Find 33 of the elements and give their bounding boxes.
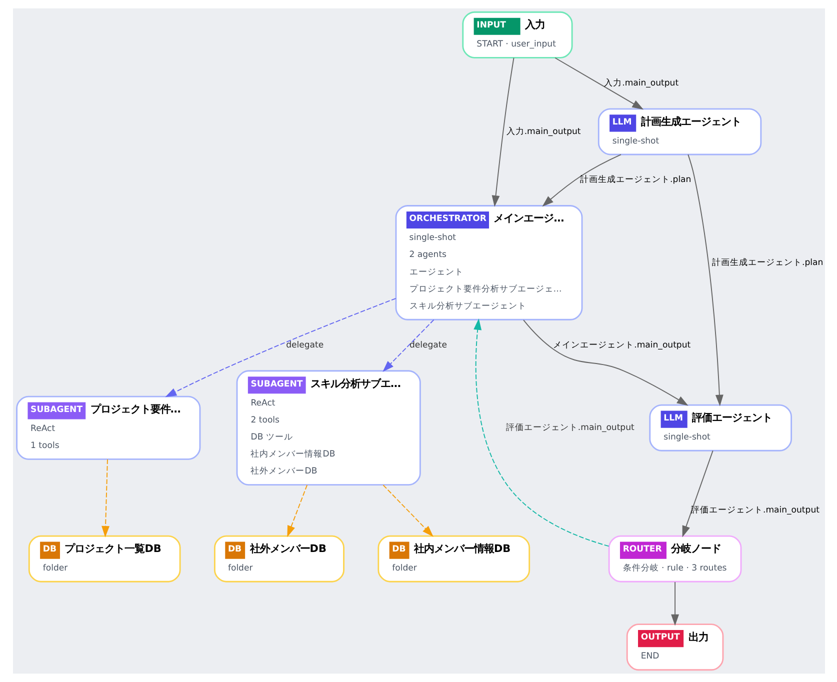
arrow [522, 320, 688, 406]
edge-label: delegate [408, 340, 447, 350]
edge-label: メインエージェント.main_output [552, 340, 690, 350]
node-box: DB プロジェクト一覧DB folder [28, 535, 180, 582]
arrow [670, 582, 679, 626]
node-box: DB 社内メンバー情報DB folder [377, 535, 530, 582]
node-box: ROUTER 分岐ノード 条件分岐 · rule · 3 routes [608, 535, 742, 582]
arrow [101, 458, 110, 538]
node-box: DB 社外メンバーDB folder [213, 535, 344, 582]
arrow [473, 318, 609, 547]
node-box: SUBAGENT プロジェクト要件… ReAct 1 tools [16, 396, 200, 460]
edge-label: 評価エージェント.main_output [505, 422, 634, 433]
node-box: LLM 計画生成エージェント single-shot [597, 108, 762, 156]
edge-label: 入力.main_output [506, 126, 580, 137]
arrow [382, 484, 433, 537]
arrow [682, 450, 713, 538]
node-box: LLM 評価エージェント single-shot [648, 404, 792, 452]
arrow [164, 298, 396, 398]
edge-label: 評価エージェント.main_output [690, 506, 819, 516]
arrow [687, 154, 723, 406]
edge-label: delegate [286, 340, 324, 350]
arrow [554, 57, 644, 110]
edge-label: 計画生成エージェント.plan [712, 258, 823, 268]
arrow [542, 154, 621, 207]
node-box: SUBAGENT スキル分析サブエ… ReAct 2 tools DB ツール 社内メンバー情報DB 社外メンバーDB [236, 370, 420, 486]
node-box: INPUT 入力 START · user_input [462, 11, 572, 58]
node-box: OUTPUT 出力 END [626, 624, 724, 671]
edge-label: 入力.main_output [604, 78, 678, 88]
node-box: ORCHESTRATOR メインエージ… single-shot 2 agents エージェント プロジェクト要件分析サブエージェ… スキル分析サブエージェント [394, 205, 582, 320]
arrow [491, 57, 514, 207]
arrow [286, 484, 308, 538]
edge-label: 計画生成エージェント.plan [580, 175, 691, 186]
arrow [382, 319, 434, 372]
